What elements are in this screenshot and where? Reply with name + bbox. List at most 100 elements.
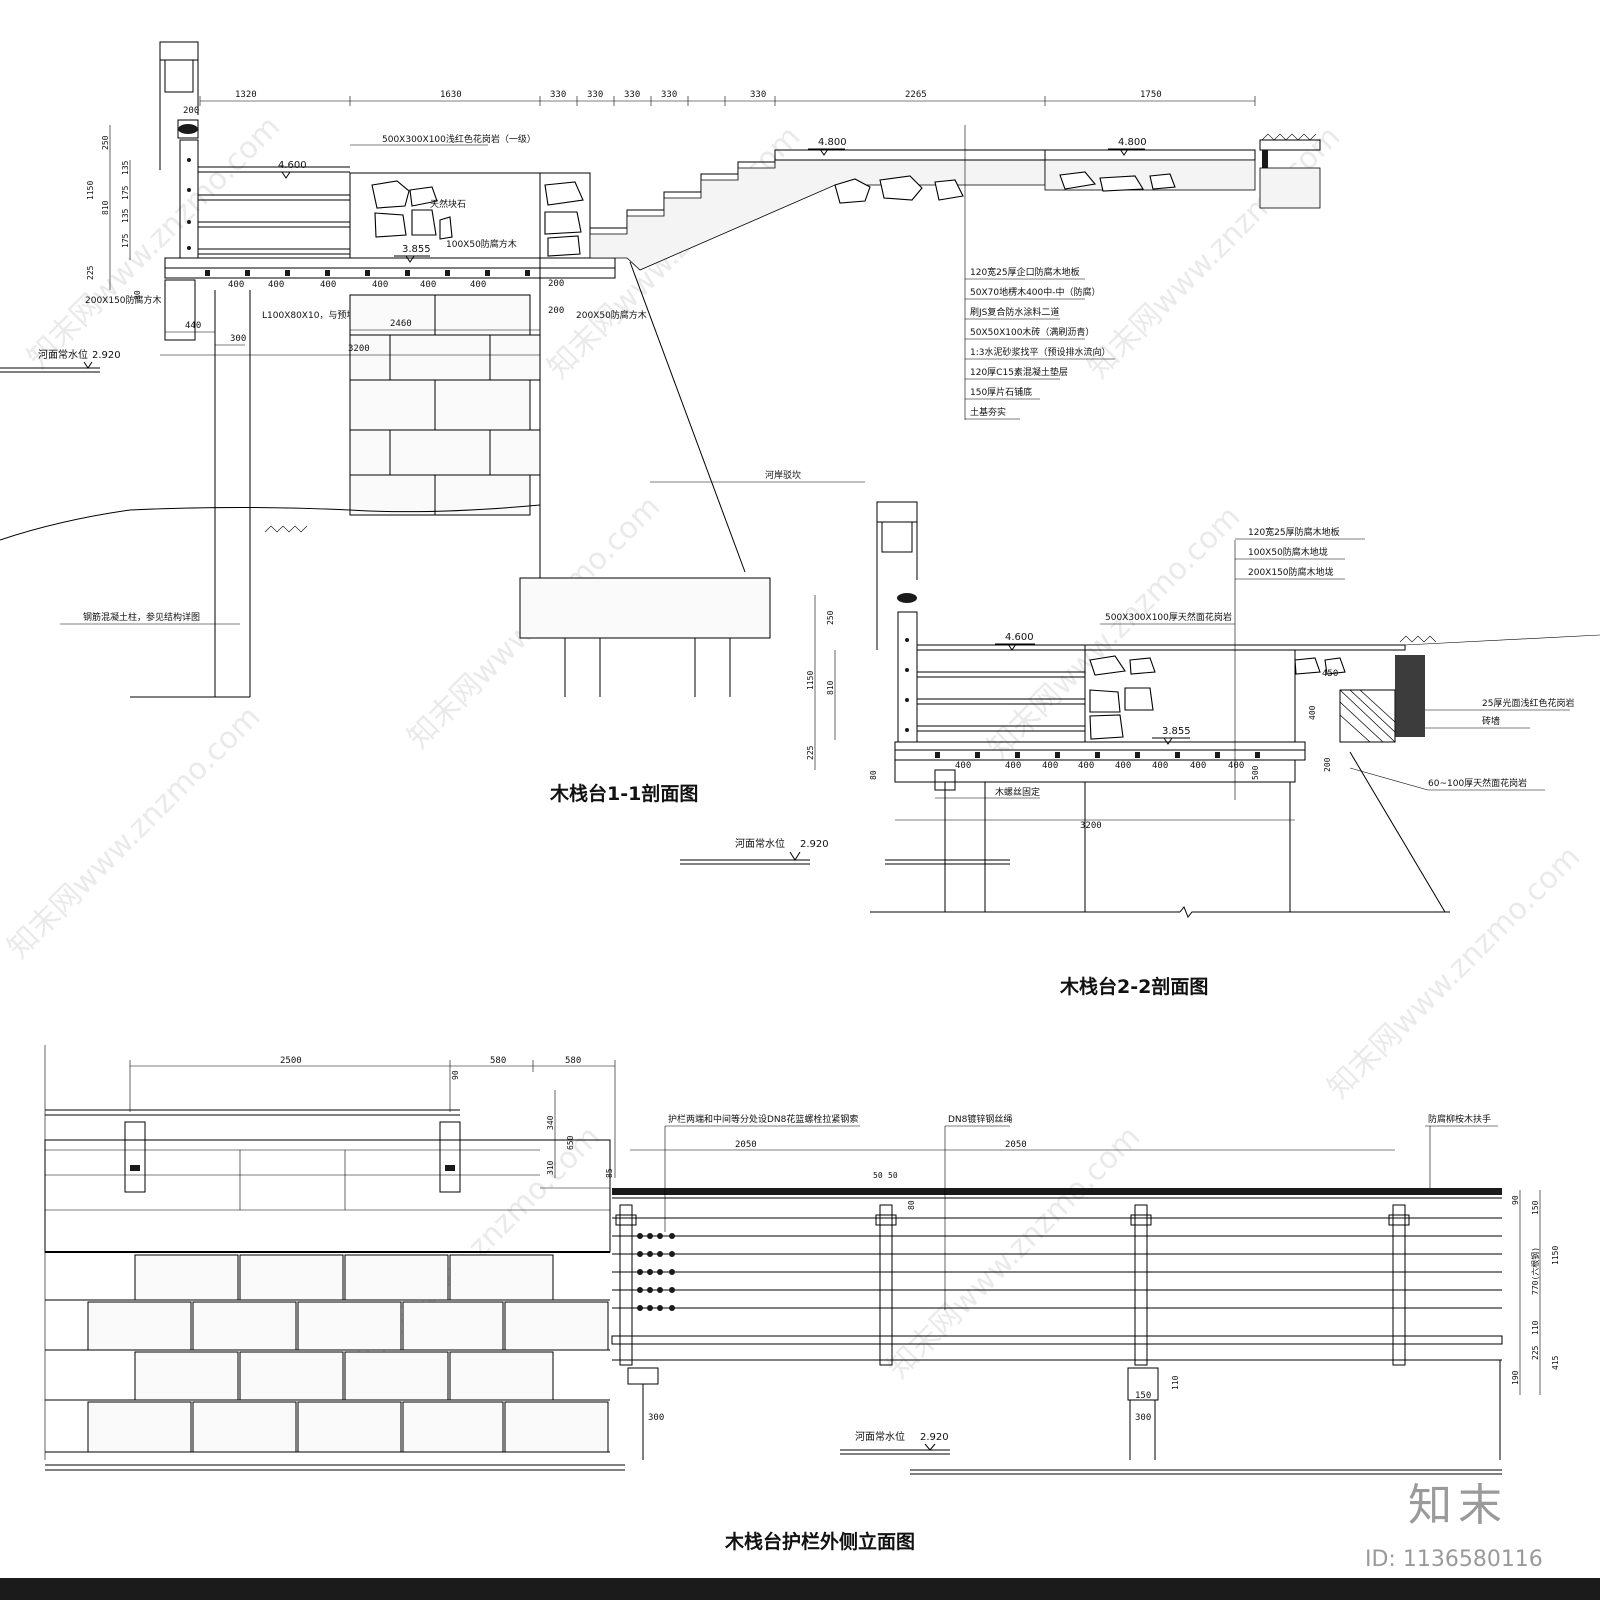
right-note: 砖墙 <box>1482 715 1500 727</box>
dim-label: 330 <box>750 90 766 100</box>
fixing-note: 木螺丝固定 <box>995 786 1040 798</box>
dim-label: 200 <box>548 306 564 316</box>
dim-label: 1150 <box>86 181 95 200</box>
dim-label: 440 <box>185 321 201 331</box>
bolt-note: 护栏两端和中间等分处设DN8花篮螺栓拉紧钢索 <box>668 1113 858 1125</box>
small-note: 200X50防腐方木 <box>576 309 647 321</box>
layer-note: 100X50防腐木地垅 <box>1248 546 1328 558</box>
dim-label: 110 <box>1531 1320 1540 1335</box>
dim-label: 225 <box>1531 1345 1540 1360</box>
dim-label: 175 <box>121 233 130 248</box>
elevation-label: 3.855 <box>402 244 431 255</box>
right-note: 25厚光面浅红色花岗岩 <box>1482 697 1574 709</box>
dim-label: 3200 <box>348 344 370 354</box>
dim-label: 400 <box>228 280 244 290</box>
watermark-text: 知末网www.znzmo.com <box>21 109 287 375</box>
section-title: 木栈台护栏外侧立面图 <box>724 1530 915 1553</box>
water-level-label: 河面常水位 <box>855 1430 905 1443</box>
elevation-label: 4.600 <box>1005 632 1034 643</box>
dim-label: 250 <box>101 135 110 150</box>
stone-block-courses <box>45 1254 610 1453</box>
dim-label: 1630 <box>440 90 462 100</box>
small-note: 100X50防腐方木 <box>446 238 517 250</box>
layer-note: 150厚片石铺底 <box>970 386 1032 398</box>
dim-label: 300 <box>230 334 246 344</box>
dim-label: 50 <box>888 1171 898 1180</box>
dim-label: 770(六根钢) <box>1530 1247 1540 1295</box>
water-level-label: 河面常水位 <box>735 837 785 850</box>
dim-label: 400 <box>268 280 284 290</box>
stone-note: 500X300X100厚天然面花岗岩 <box>1105 611 1232 623</box>
dim-label: 225 <box>806 745 815 760</box>
watermark-text: 知末网www.znzmo.com <box>1321 839 1587 1105</box>
layer-note: 200X150防腐木地垅 <box>1248 566 1334 578</box>
dim-label: 330 <box>550 90 566 100</box>
watermark-text: 知末网www.znzmo.com <box>1 699 267 965</box>
dim-label: 450 <box>1322 669 1338 679</box>
layer-note: 120宽25厚企口防腐木地板 <box>970 266 1080 278</box>
dim-label: 400 <box>955 761 971 771</box>
dim-label: 135 <box>121 160 130 175</box>
dim-label: 400 <box>1115 761 1131 771</box>
brand-logo-text: 知末 <box>1408 1480 1508 1531</box>
layer-note: 1:3水泥砂浆找平（预设排水流向） <box>970 346 1111 358</box>
section-1-1: 1320 1630 330 330 330 330 330 2265 1750 … <box>0 41 1321 805</box>
dim-label: 810 <box>826 680 835 695</box>
dim-label: 330 <box>587 90 603 100</box>
dim-label: 580 <box>565 1056 581 1066</box>
dim-label: 1150 <box>806 671 815 690</box>
small-note: 200X150防腐方木 <box>85 294 162 306</box>
dim-label: 310 <box>546 1160 555 1175</box>
dim-label: 250 <box>826 610 835 625</box>
dim-label: 2500 <box>280 1056 302 1066</box>
dim-label: 50 <box>873 1171 883 1180</box>
dim-label: 400 <box>1078 761 1094 771</box>
dim-label: 400 <box>1042 761 1058 771</box>
layer-note: 50X70地楞木400中-中（防腐） <box>970 286 1101 298</box>
stone-note: 500X300X100浅红色花岗岩（一级） <box>382 133 536 145</box>
footer-bar <box>0 1578 1600 1600</box>
dim-label: 150 <box>1135 1391 1151 1401</box>
dim-label: 90 <box>1511 1195 1520 1205</box>
watermark-text: 知末网www.znzmo.com <box>881 1119 1147 1385</box>
layer-note: 120厚C15素混凝土垫层 <box>970 366 1068 378</box>
watermark-text: 知末网www.znzmo.com <box>1081 119 1347 385</box>
dim-label: 340 <box>546 1115 555 1130</box>
dim-label: 110 <box>1171 1375 1180 1390</box>
handrail-note: 防腐柳桉木扶手 <box>1428 1113 1491 1125</box>
dim-label: 190 <box>1511 1370 1520 1385</box>
dim-label: 400 <box>1005 761 1021 771</box>
elevation-label: 4.600 <box>278 160 307 171</box>
dim-label: 1150 <box>1551 1246 1560 1265</box>
railing-elevation: 2500 580 580 <box>44 1045 1560 1553</box>
layer-note: 120宽25厚防腐木地板 <box>1248 526 1340 538</box>
layer-callout-list: 120宽25厚企口防腐木地板 50X70地楞木400中-中（防腐） 刷JS复合防… <box>965 266 1115 420</box>
dim-label: 200 <box>1323 757 1332 772</box>
layer-note: 土基夯实 <box>970 406 1006 418</box>
dim-label: 135 <box>121 208 130 223</box>
layer-note: 50X50X100木砖（满刷沥青） <box>970 326 1094 338</box>
small-note: 天然块石 <box>430 198 466 210</box>
dim-label: 2050 <box>1005 1140 1027 1150</box>
elevation-label: 4.800 <box>818 137 847 148</box>
dim-label: 400 <box>1228 761 1244 771</box>
elevation-label: 4.800 <box>1118 137 1147 148</box>
dim-label: 400 <box>1190 761 1206 771</box>
dim-label: 175 <box>121 185 130 200</box>
dim-label: 80 <box>869 770 878 780</box>
dim-label: 300 <box>1135 1413 1151 1423</box>
water-level-value: 2.920 <box>92 350 121 361</box>
dim-label: 500 <box>1251 765 1260 780</box>
right-note: 60~100厚天然面花岗岩 <box>1428 777 1527 789</box>
dim-label: 415 <box>1551 1355 1560 1370</box>
dim-label: 400 <box>420 280 436 290</box>
dim-label: 1320 <box>235 90 257 100</box>
dim-label: 400 <box>372 280 388 290</box>
dim-label: 580 <box>490 1056 506 1066</box>
dim-label: 650 <box>566 1135 575 1150</box>
dim-label: 90 <box>451 1070 460 1080</box>
dim-label: 200 <box>183 106 199 116</box>
dim-label: 1750 <box>1140 90 1162 100</box>
dim-label: 3200 <box>1080 821 1102 831</box>
